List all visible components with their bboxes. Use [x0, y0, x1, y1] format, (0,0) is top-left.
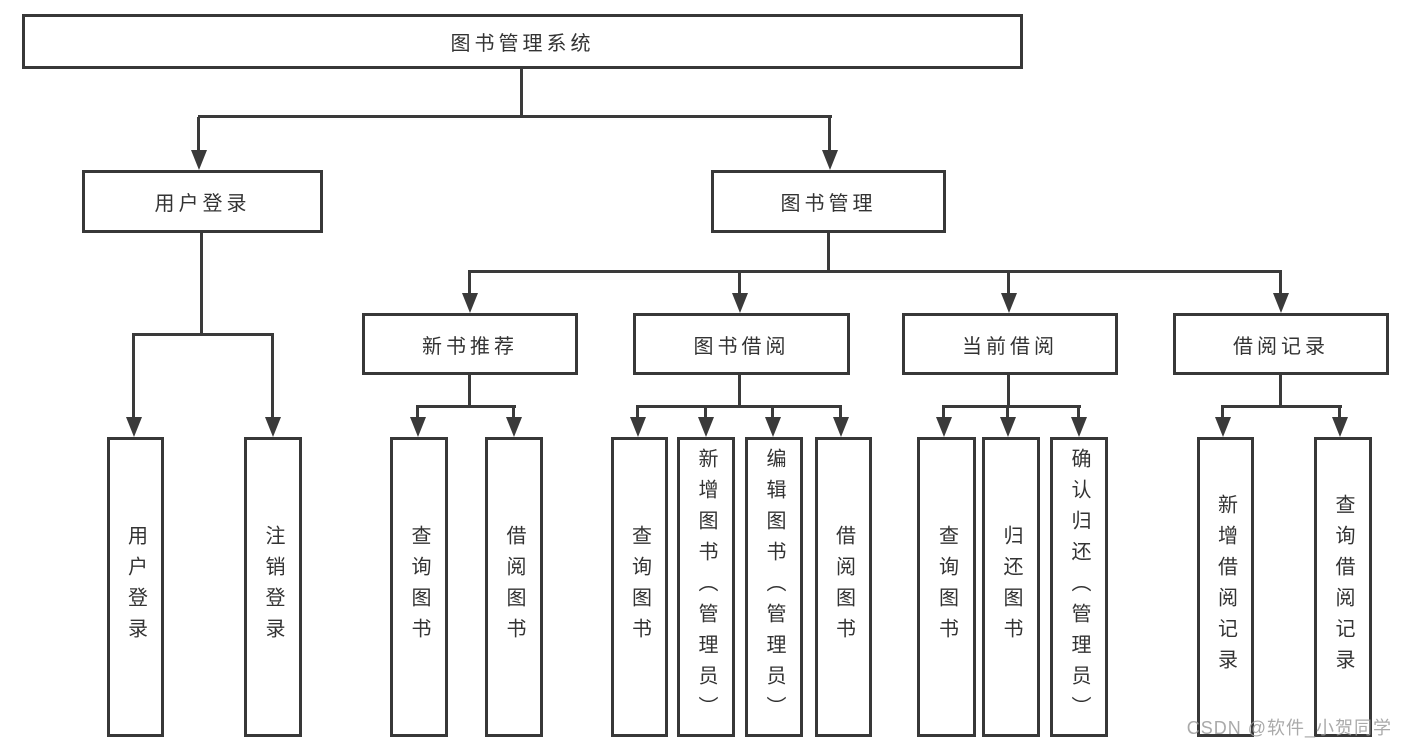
arrow-leaf-br-add	[1221, 407, 1224, 417]
node-current-borrow: 当前借阅	[902, 313, 1118, 375]
node-current-borrow-label: 当前借阅	[962, 335, 1058, 358]
node-book-mgmt: 图书管理	[711, 170, 946, 233]
arrow-to-current-borrow	[1007, 272, 1010, 293]
connector-level2-rail	[198, 115, 832, 118]
arrow-leaf-nb-borrow	[512, 407, 515, 417]
node-borrow-records-label: 借阅记录	[1233, 335, 1329, 358]
arrow-leaf-bw-search	[636, 407, 639, 417]
leaf-user-login: 用户登录	[107, 437, 164, 737]
node-root: 图书管理系统	[22, 14, 1023, 69]
node-borrow-records: 借阅记录	[1173, 313, 1389, 375]
node-borrowing-label: 图书借阅	[693, 335, 790, 358]
arrow-to-new-books	[468, 272, 471, 293]
connector-borrow-records-stem	[1279, 375, 1282, 407]
node-book-mgmt-label: 图书管理	[780, 193, 877, 215]
leaf-bw-borrow-books: 借阅图书	[815, 437, 872, 737]
leaf-logout-label: 注销登录	[262, 525, 284, 649]
arrow-leaf-cb-return	[1006, 407, 1009, 417]
arrow-leaf-bw-borrow	[839, 407, 842, 417]
connector-root-stem	[520, 69, 523, 117]
csdn-watermark: CSDN @软件_小贺同学	[1186, 718, 1392, 738]
node-root-label: 图书管理系统	[450, 33, 595, 55]
connector-borrowing-stem	[738, 375, 741, 407]
leaf-cb-search-books-label: 查询图书	[935, 525, 958, 649]
leaf-user-login-label: 用户登录	[124, 525, 147, 649]
leaf-bw-add-books: 新增图书（管理员）	[677, 437, 735, 737]
leaf-cb-return-books: 归还图书	[982, 437, 1040, 737]
connector-user-login-stem	[200, 233, 203, 335]
connector-new-books-stem	[468, 375, 471, 407]
connector-level3-rail	[468, 270, 1282, 273]
leaf-nb-borrow-books-label: 借阅图书	[503, 525, 525, 649]
arrow-leaf-bw-add	[704, 407, 707, 417]
arrow-leaf-nb-search	[416, 407, 419, 417]
arrow-leaf-br-search	[1338, 407, 1341, 417]
node-user-login: 用户登录	[82, 170, 323, 233]
connector-current-borrow-stem	[1007, 375, 1010, 407]
leaf-br-search-record: 查询借阅记录	[1314, 437, 1372, 737]
arrow-to-borrow-records	[1279, 272, 1282, 293]
arrow-leaf-cb-confirm	[1077, 407, 1080, 417]
leaf-br-search-record-label: 查询借阅记录	[1332, 494, 1354, 680]
leaf-logout: 注销登录	[244, 437, 302, 737]
leaf-bw-add-books-label: 新增图书（管理员）	[695, 447, 717, 727]
leaf-bw-borrow-books-label: 借阅图书	[832, 525, 855, 649]
connector-borrowing-rail	[636, 405, 842, 408]
leaf-nb-search-books: 查询图书	[390, 437, 448, 737]
arrow-leaf-cb-search	[942, 407, 945, 417]
connector-current-borrow-rail	[942, 405, 1081, 408]
node-new-books: 新书推荐	[362, 313, 578, 375]
leaf-bw-edit-books: 编辑图书（管理员）	[745, 437, 803, 737]
arrow-to-book-mgmt	[828, 117, 831, 150]
connector-book-mgmt-stem	[827, 233, 830, 272]
node-user-login-label: 用户登录	[154, 193, 251, 215]
leaf-cb-return-books-label: 归还图书	[1000, 525, 1022, 649]
leaf-bw-search-books: 查询图书	[611, 437, 668, 737]
leaf-cb-confirm-return-label: 确认归还（管理员）	[1068, 447, 1090, 727]
leaf-bw-edit-books-label: 编辑图书（管理员）	[763, 447, 785, 727]
leaf-nb-search-books-label: 查询图书	[408, 525, 430, 649]
connector-user-login-rail	[132, 333, 274, 336]
arrow-to-leaf-login	[132, 335, 135, 417]
connector-new-books-rail	[416, 405, 516, 408]
arrow-to-borrowing	[738, 272, 741, 293]
leaf-cb-confirm-return: 确认归还（管理员）	[1050, 437, 1108, 737]
arrow-to-leaf-logout	[271, 335, 274, 417]
arrow-leaf-bw-edit	[771, 407, 774, 417]
leaf-nb-borrow-books: 借阅图书	[485, 437, 543, 737]
node-new-books-label: 新书推荐	[422, 335, 518, 358]
arrow-to-user-login	[197, 117, 200, 150]
leaf-br-add-record: 新增借阅记录	[1197, 437, 1254, 737]
leaf-br-add-record-label: 新增借阅记录	[1214, 494, 1237, 680]
node-borrowing: 图书借阅	[633, 313, 850, 375]
leaf-cb-search-books: 查询图书	[917, 437, 976, 737]
leaf-bw-search-books-label: 查询图书	[628, 525, 651, 649]
connector-borrow-records-rail	[1221, 405, 1342, 408]
